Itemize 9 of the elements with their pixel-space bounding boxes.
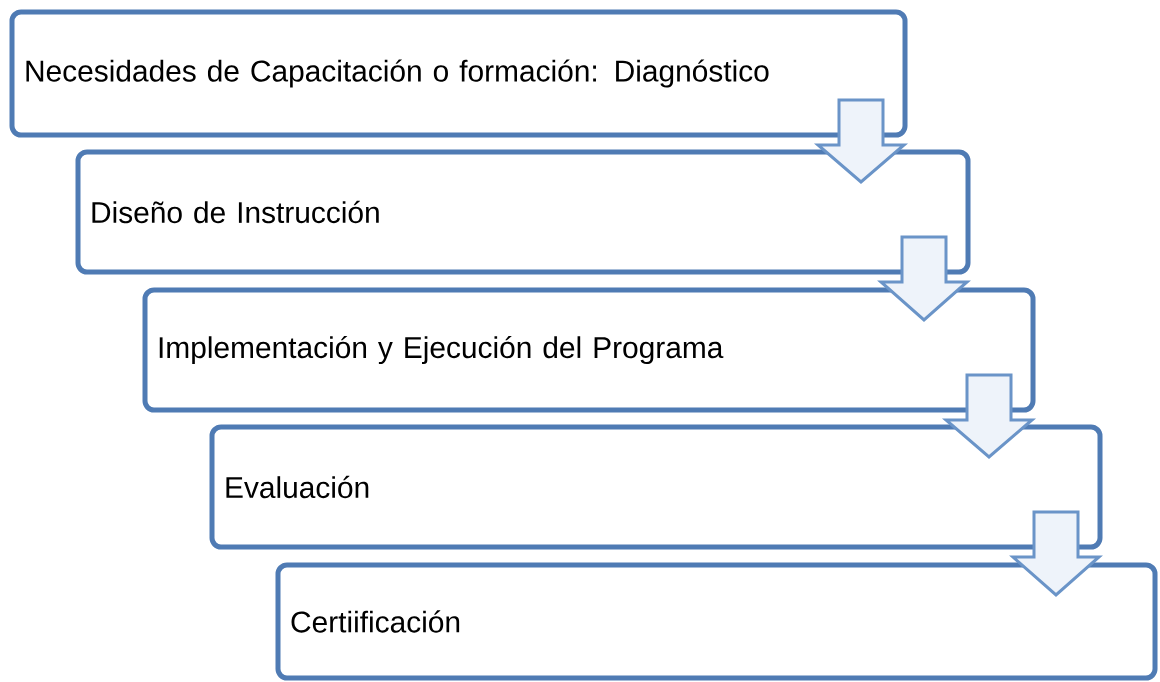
block-arrow — [813, 98, 909, 184]
block-arrow — [1009, 510, 1103, 597]
block-arrow — [941, 373, 1037, 459]
process-box: Implementación y Ejecución del Programa — [142, 287, 1036, 413]
process-box: Evaluación — [209, 424, 1103, 550]
process-box: Certiificación — [275, 562, 1158, 681]
block-arrow — [877, 235, 971, 322]
process-box: Necesidades de Capacitación o formación: Diagnóstico — [9, 9, 908, 138]
process-box: Diseño de Instrucción — [75, 149, 971, 275]
